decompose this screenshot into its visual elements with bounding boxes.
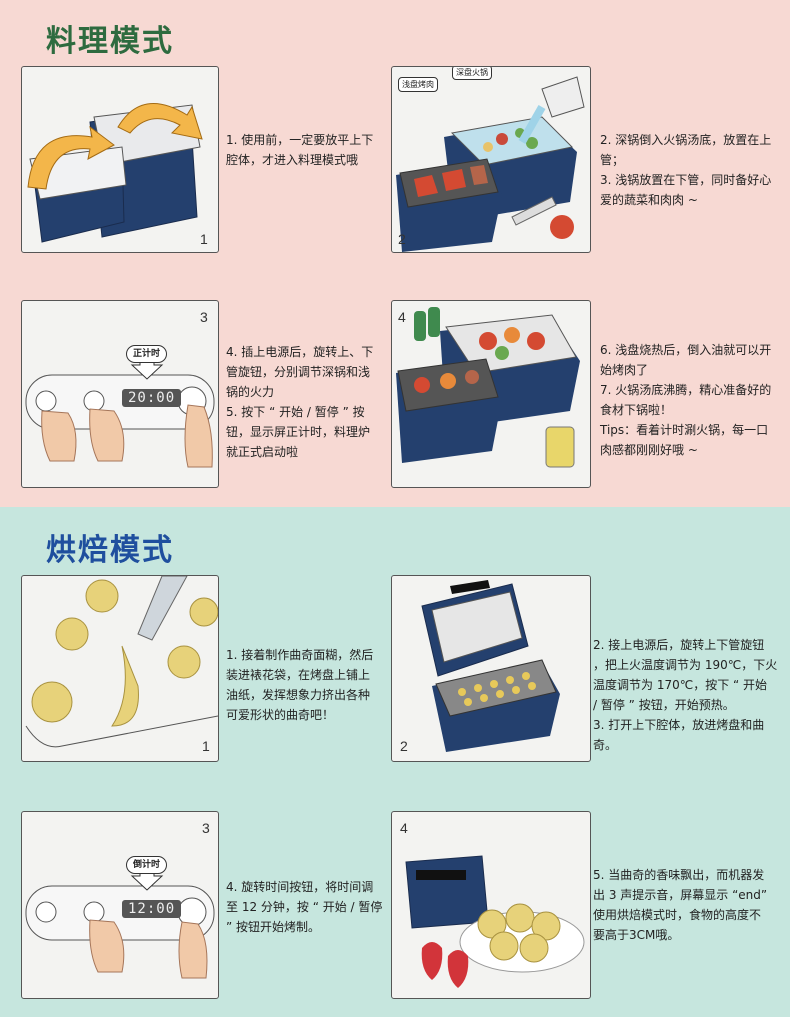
step-number: 1 (202, 738, 210, 754)
open-cooker-illustration (27, 102, 203, 243)
deep-pot-tag: 深盘火锅 (452, 67, 492, 80)
cooking-food-illustration (396, 307, 580, 468)
oven-open-illustration (421, 580, 560, 752)
cook-step-1-illustration: 1 (21, 66, 219, 253)
bake-step-2-illustration: 2 (391, 575, 591, 762)
cook-step-2-text: 2. 深锅倒入火锅汤底，放置在上 管； 3. 浅锅放置在下管，同时备好心 爱的蔬… (600, 133, 772, 207)
count-up-timer-label: 正计时 (126, 345, 168, 363)
cook-step-3-text: 4. 插上电源后，旋转上、下 管旋钮，分别调节深锅和浅 锅的火力 5. 按下 “… (226, 345, 374, 459)
bake-step-1-text: 1. 接着制作曲奇面糊，然后 装进裱花袋，在烤盘上铺上 油纸，发挥想象力挤出各种… (226, 648, 374, 722)
timer-display: 12:00 (122, 900, 182, 918)
control-panel-illustration (25, 861, 215, 979)
cook-step-4-text: 6. 浅盘烧热后，倒入油就可以开 始烤肉了 7. 火锅汤底沸腾，精心准备好的 食… (600, 343, 772, 457)
shallow-pan-tag: 浅盘烤肉 (398, 77, 438, 92)
bake-mode-section: 烘焙模式 1 1. 接着制作曲奇面糊，然后 装进裱花袋，在烤盘上铺上 油纸，发挥… (0, 507, 790, 1017)
bake-step-2-text: 2. 接上电源后，旋转上下管旋钮 ，把上火温度调节为 190℃，下火 温度调节为… (593, 638, 778, 752)
bake-step-4-text: 5. 当曲奇的香味飘出，而机器发 出 3 声提示音，屏幕显示 “end” 使用烘… (593, 868, 768, 942)
step-number: 3 (200, 309, 208, 325)
cook-mode-title: 料理模式 (46, 24, 174, 59)
step-number: 4 (400, 820, 408, 836)
step-number: 4 (398, 309, 406, 325)
bake-step-1-illustration: 1 (21, 575, 219, 762)
timer-display: 20:00 (122, 389, 182, 407)
step-number: 2 (400, 738, 408, 754)
cook-step-3-illustration: 正计时 20:00 3 (21, 300, 219, 488)
cook-step-2-illustration: 浅盘烤肉 深盘火锅 2 (391, 66, 591, 253)
step-number: 3 (202, 820, 210, 836)
cook-step-4-illustration: 4 (391, 300, 591, 488)
step-number: 2 (398, 231, 406, 247)
bake-step-3-illustration: 倒计时 12:00 3 (21, 811, 219, 999)
bake-mode-title: 烘焙模式 (46, 533, 174, 568)
cookie-piping-illustration (25, 576, 218, 748)
baked-cookies-illustration (405, 855, 585, 988)
countdown-timer-label: 倒计时 (126, 856, 168, 874)
cook-step-1-text: 1. 使用前，一定要放平上下 腔体，才进入料理模式哦 (226, 133, 374, 167)
cook-mode-section: 料理模式 1 1. 使用前，一定要放平上下 腔体，才进入料理模式哦 (0, 0, 790, 507)
step-number: 1 (200, 231, 208, 247)
bake-step-3-text: 4. 旋转时间按钮，将时间调 至 12 分钟，按 “ 开始 / 暂停 ” 按钮开… (226, 880, 383, 934)
bake-step-4-illustration: 4 (391, 811, 591, 999)
control-panel-illustration (25, 350, 215, 468)
hotpot-grill-illustration (396, 76, 585, 252)
